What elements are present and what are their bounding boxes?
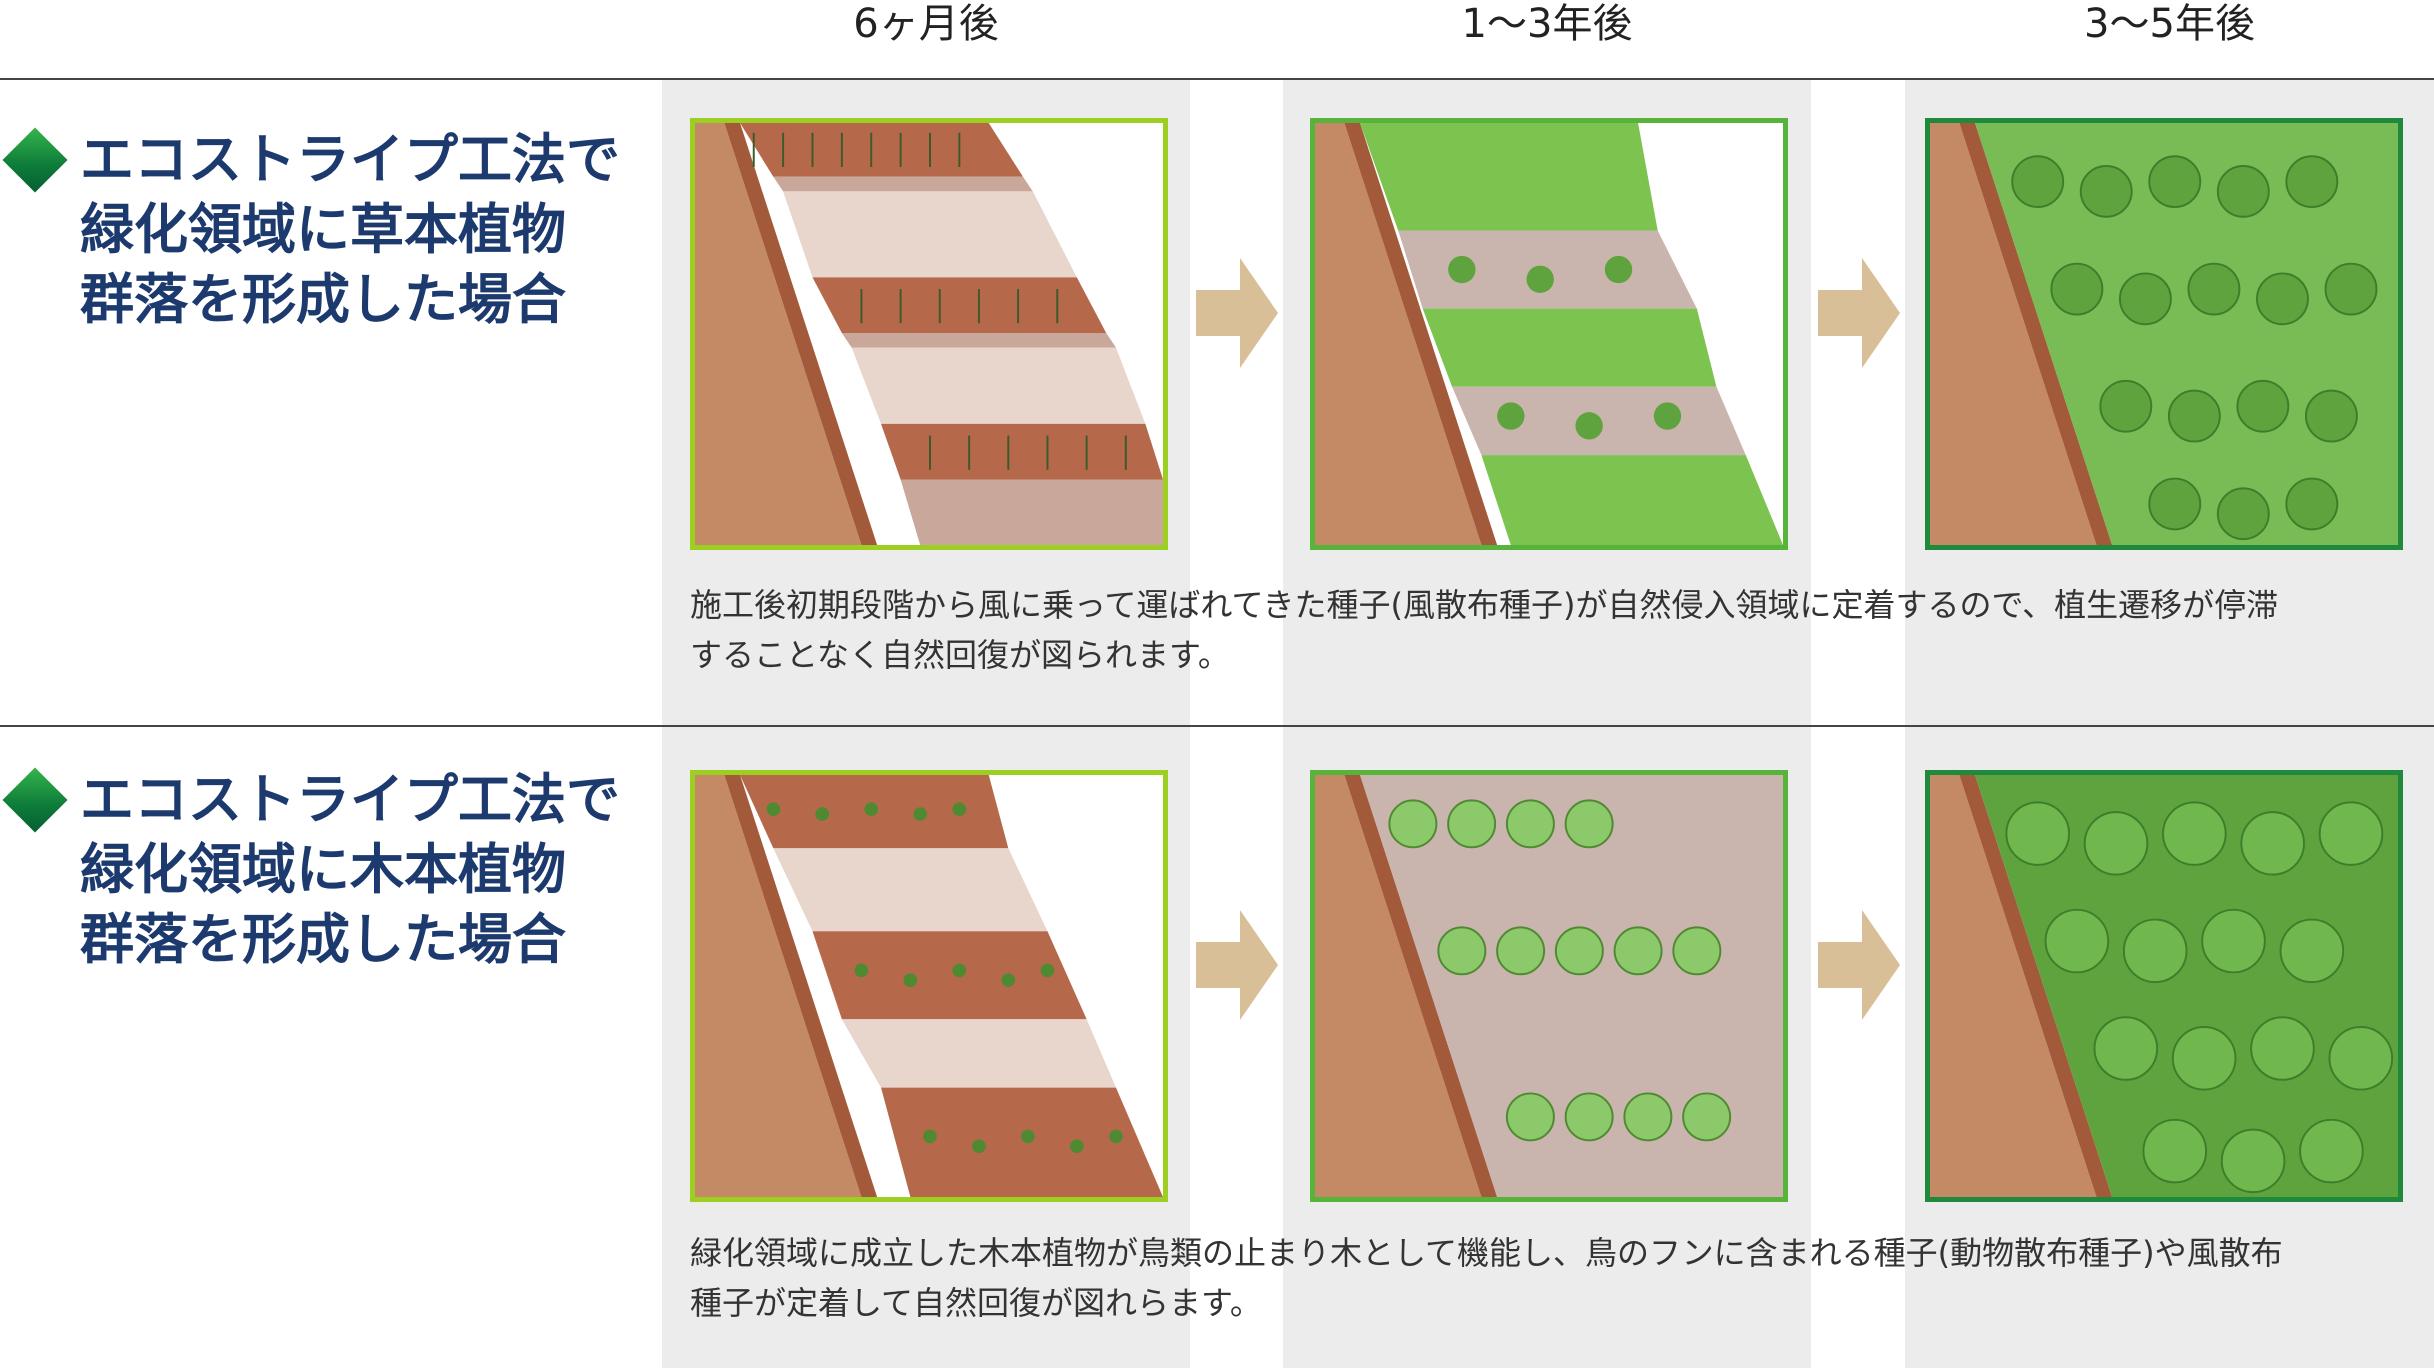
panel-herb-6-months xyxy=(690,118,1168,550)
panel-tree-3-5-years xyxy=(1925,770,2403,1202)
arrow-right-icon xyxy=(1818,910,1900,1020)
forest-dense-slope-icon xyxy=(1930,775,2398,1197)
row-description: 施工後初期段階から風に乗って運ばれてきた種子(風散布種子)が自然侵入領域に定着す… xyxy=(690,586,2279,674)
panel-tree-1-3-years xyxy=(1310,770,1788,1202)
divider-middle xyxy=(0,725,2434,727)
row-title: エコストライプ工法で 緑化領域に草本植物 群落を形成した場合 xyxy=(80,128,620,331)
grass-growing-slope-icon xyxy=(1315,123,1783,545)
panel-herb-3-5-years xyxy=(1925,118,2403,550)
tree-seedling-slope-icon xyxy=(695,775,1163,1197)
header-3-5-years: 3〜5年後 xyxy=(2084,1,2255,47)
divider-top xyxy=(0,78,2434,80)
arrow-right-icon xyxy=(1196,258,1278,368)
panel-herb-1-3-years xyxy=(1310,118,1788,550)
grass-seedling-slope-icon xyxy=(695,123,1163,545)
header-1-3-years: 1〜3年後 xyxy=(1461,1,1633,47)
row-description: 緑化領域に成立した木本植物が鳥類の止まり木として機能し、鳥のフンに含まれる種子(… xyxy=(690,1234,2283,1322)
diamond-bullet-icon xyxy=(2,127,68,193)
arrow-right-icon xyxy=(1818,258,1900,368)
shrub-growing-slope-icon xyxy=(1315,775,1783,1197)
diamond-bullet-icon xyxy=(2,767,68,833)
row-title: エコストライプ工法で 緑化領域に木本植物 群落を形成した場合 xyxy=(80,768,620,971)
panel-tree-6-months xyxy=(690,770,1168,1202)
arrow-right-icon xyxy=(1196,910,1278,1020)
header-6-months: 6ヶ月後 xyxy=(853,1,999,47)
grass-dense-slope-icon xyxy=(1930,123,2398,545)
